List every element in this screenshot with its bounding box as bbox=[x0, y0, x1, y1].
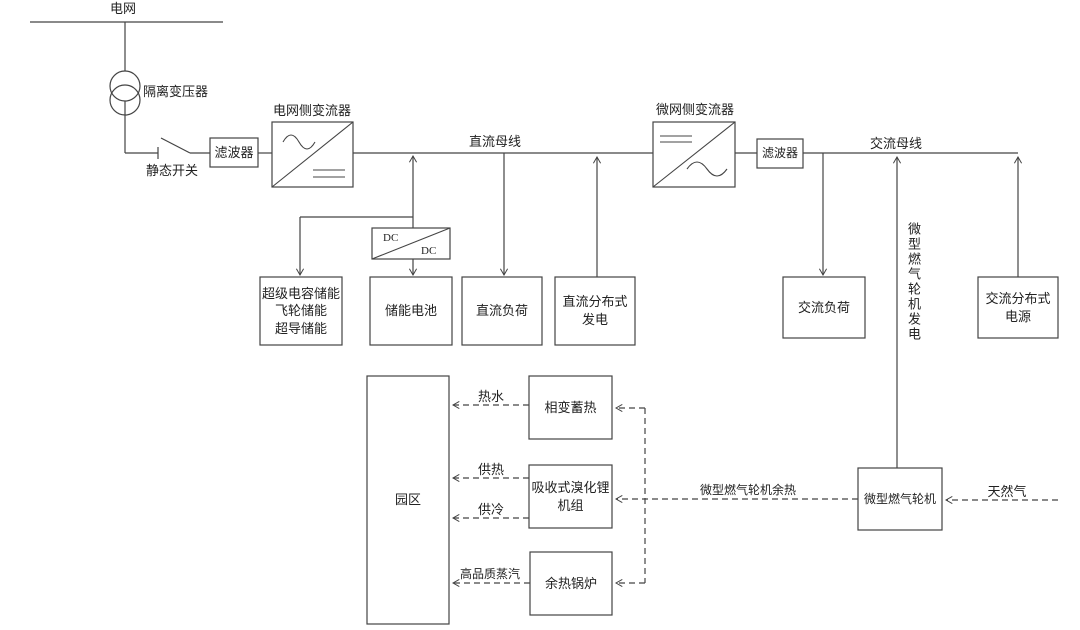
micro-converter-label: 微网侧变流器 bbox=[655, 102, 734, 117]
micro-turbine-label: 微型燃气轮机 bbox=[863, 491, 936, 506]
storage-line-1: 超级电容储能 bbox=[261, 285, 340, 301]
cooling-label: 供冷 bbox=[477, 502, 504, 517]
ac-dg-rect bbox=[977, 276, 1059, 339]
battery-rect bbox=[369, 276, 453, 346]
dc-distributed-line-1: 直流分布式 bbox=[562, 294, 628, 310]
dcdc-diagonal bbox=[371, 227, 451, 260]
dc-dg-rect bbox=[554, 276, 636, 346]
storage-line-2: 飞轮储能 bbox=[274, 303, 327, 319]
isolation-transformer-label: 隔离变压器 bbox=[143, 84, 209, 99]
micro-turbine-box: 微型燃气轮机 bbox=[858, 468, 942, 530]
filter-left-rect bbox=[209, 137, 259, 168]
grid-converter-dc-icon bbox=[313, 169, 345, 178]
park-box: 园区 bbox=[367, 376, 449, 624]
pcm-storage-rect bbox=[528, 375, 613, 440]
micro-converter-diagonal bbox=[652, 121, 736, 188]
power-lines bbox=[30, 21, 1023, 468]
storage-box: 超级电容储能 飞轮储能 超导储能 bbox=[260, 277, 342, 345]
thermal-lines bbox=[452, 400, 1058, 588]
libr-unit-line-2: 机组 bbox=[557, 497, 584, 513]
libr-unit-box: 吸收式溴化锂 机组 bbox=[529, 465, 612, 528]
libr-unit-line-1: 吸收式溴化锂 bbox=[531, 479, 610, 495]
ac-load-box: 交流负荷 bbox=[783, 277, 865, 338]
grid-label: 电网 bbox=[109, 1, 136, 16]
grid-converter-diagonal bbox=[271, 121, 354, 188]
micro-converter-ac-icon bbox=[686, 161, 728, 177]
ac-distributed-line-2: 电源 bbox=[1004, 308, 1031, 324]
micro-turbine-generation-label: 微型燃气轮机发电 bbox=[906, 222, 921, 342]
storage-rect bbox=[259, 276, 343, 346]
ac-load-label: 交流负荷 bbox=[797, 299, 850, 315]
ac-distributed-box: 交流分布式 电源 bbox=[978, 277, 1058, 338]
ac-bus-label: 交流母线 bbox=[869, 136, 922, 151]
dc-bus-label: 直流母线 bbox=[468, 134, 521, 149]
natural-gas-label: 天然气 bbox=[987, 484, 1027, 499]
dc-distributed-line-2: 发电 bbox=[581, 312, 608, 327]
park-rect bbox=[366, 375, 450, 625]
dc-load-box: 直流负荷 bbox=[462, 277, 542, 345]
grid-converter-ac-icon bbox=[282, 134, 316, 150]
dc-load-label: 直流负荷 bbox=[475, 303, 528, 319]
isolation-transformer-icon bbox=[109, 70, 141, 116]
converter-symbols bbox=[271, 121, 736, 260]
micro-converter-dc-icon bbox=[660, 135, 692, 143]
hot-water-label: 热水 bbox=[477, 389, 504, 404]
heating-label: 供热 bbox=[477, 462, 504, 477]
ac-distributed-line-1: 交流分布式 bbox=[985, 290, 1051, 306]
grid-converter-label: 电网侧变流器 bbox=[272, 103, 351, 118]
component-boxes bbox=[209, 121, 1059, 625]
park-label: 园区 bbox=[394, 492, 421, 508]
storage-line-3: 超导储能 bbox=[274, 320, 327, 336]
filter-right-label: 滤波器 bbox=[761, 146, 798, 161]
filter-right-rect bbox=[756, 138, 804, 169]
pcm-storage-box: 相变蓄热 bbox=[529, 376, 612, 439]
dcdc-top-label: DC bbox=[383, 232, 399, 244]
battery-box: 储能电池 bbox=[370, 277, 452, 345]
high-quality-steam-label: 高品质蒸汽 bbox=[459, 567, 520, 581]
grid-converter-rect bbox=[271, 121, 354, 188]
micro-converter-rect bbox=[652, 121, 736, 188]
filter-left-box: 滤波器 bbox=[210, 138, 258, 167]
dc-distributed-box: 直流分布式 发电 bbox=[555, 277, 635, 345]
dc-load-rect bbox=[461, 276, 543, 346]
transformer-circle-top bbox=[109, 70, 141, 102]
switch-blade bbox=[160, 137, 191, 154]
ac-load-rect bbox=[782, 276, 866, 339]
dcdc-bottom-label: DC bbox=[421, 245, 437, 257]
turbine-waste-heat-label: 微型燃气轮机余热 bbox=[699, 483, 796, 497]
boiler-box: 余热锅炉 bbox=[530, 552, 612, 615]
pcm-storage-label: 相变蓄热 bbox=[544, 399, 597, 415]
libr-unit-rect bbox=[528, 464, 613, 529]
static-switch-label: 静态开关 bbox=[146, 163, 199, 178]
battery-label: 储能电池 bbox=[384, 303, 437, 319]
filter-left-label: 滤波器 bbox=[214, 144, 254, 160]
boiler-label: 余热锅炉 bbox=[544, 575, 597, 591]
filter-right-box: 滤波器 bbox=[757, 139, 803, 168]
transformer-circle-bottom bbox=[109, 84, 141, 116]
dcdc-rect bbox=[371, 227, 451, 260]
